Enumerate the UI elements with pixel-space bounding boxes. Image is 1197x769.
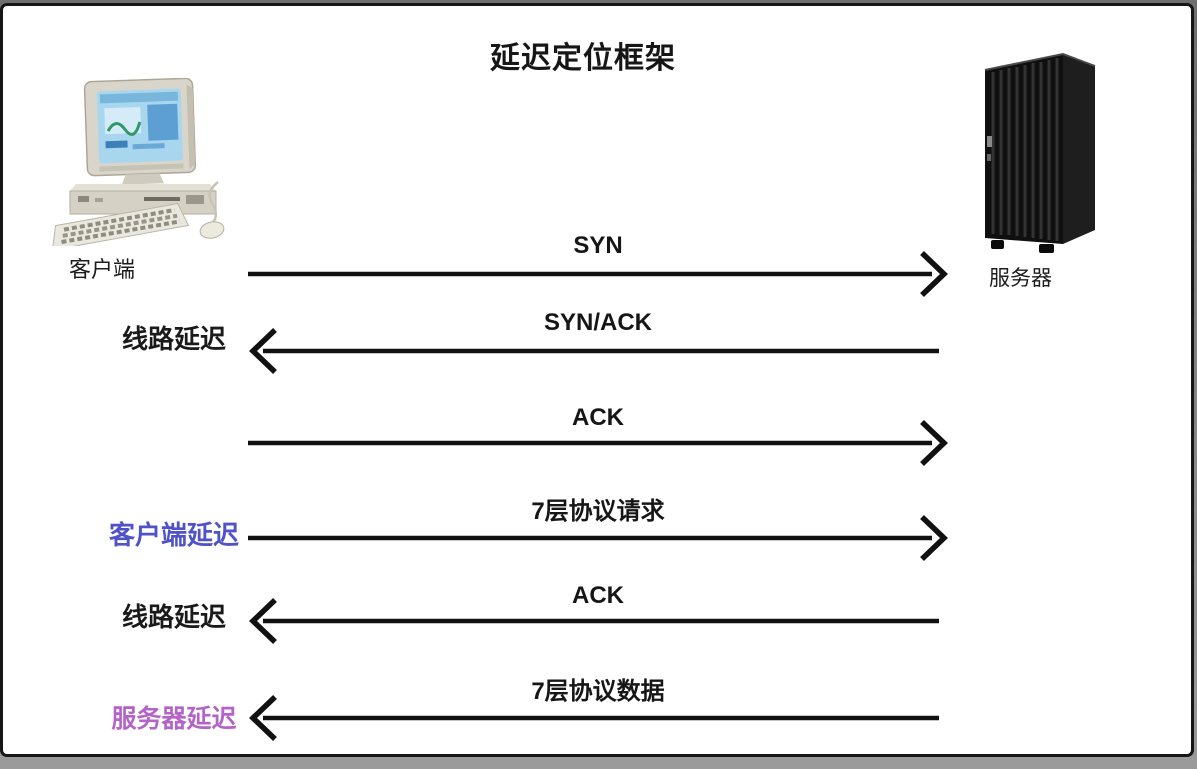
server-latency-label: 服务器延迟: [111, 705, 237, 733]
diagram-canvas: 延迟定位框架: [0, 3, 1194, 757]
client-label: 客户端: [69, 257, 136, 282]
arrow-right-icon: [248, 420, 948, 466]
server-tower-icon: [984, 52, 1096, 253]
arrow-left-icon: [249, 328, 939, 374]
message-label-synack: SYN/ACK: [543, 309, 652, 336]
server-label: 服务器: [989, 267, 1052, 290]
message-label-l7-request: 7层协议请求: [531, 498, 665, 525]
client-latency-label: 客户端延迟: [108, 520, 239, 550]
arrow-right-icon: [248, 251, 948, 297]
arrow-right-icon: [248, 515, 948, 561]
arrow-left-icon: [249, 598, 939, 644]
mouse-cable: [208, 181, 219, 225]
arrow-left-icon: [249, 695, 939, 741]
line-latency-label: 线路延迟: [121, 602, 226, 632]
diagram-title: 延迟定位框架: [490, 42, 676, 75]
message-label-l7-data: 7层协议数据: [531, 678, 665, 705]
line-latency-label: 线路延迟: [121, 324, 226, 354]
message-label-ack-1: ACK: [572, 404, 624, 431]
message-label-ack-2: ACK: [572, 582, 624, 609]
message-label-syn: SYN: [573, 232, 623, 259]
desktop-computer-icon: [51, 78, 225, 246]
